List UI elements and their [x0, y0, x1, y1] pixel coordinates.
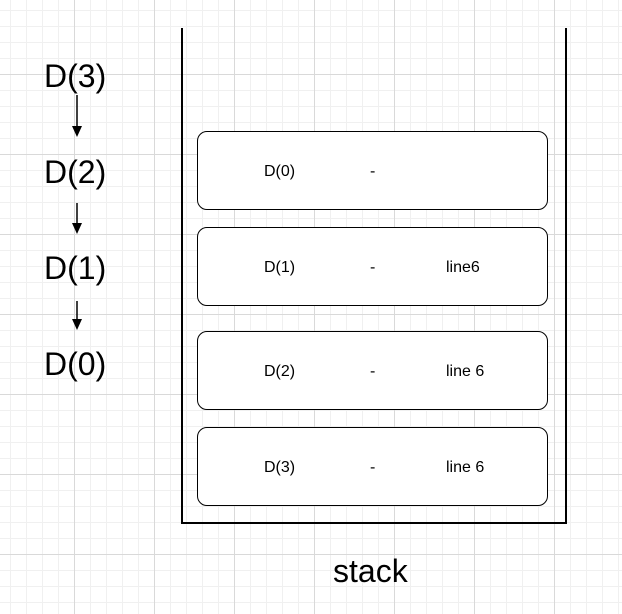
frame-separator: - [370, 363, 376, 380]
frame-function: D(0) [264, 163, 296, 180]
frame-function: D(2) [264, 363, 296, 380]
call-d3: D(3) [44, 58, 107, 94]
frame-return-line: line6 [446, 259, 480, 276]
stack-frame: D(2) - line 6 [197, 331, 548, 410]
call-d2: D(2) [44, 154, 107, 190]
call-d1: D(1) [44, 250, 107, 286]
frame-return-line: line 6 [446, 459, 485, 476]
stack-wall-left [181, 28, 183, 524]
frame-function: D(1) [264, 259, 296, 276]
arrow-down-icon [72, 95, 82, 137]
stack-label: stack [333, 553, 408, 589]
stack-frame: D(1) - line6 [197, 227, 548, 306]
frame-separator: - [370, 259, 376, 276]
arrow-down-icon [72, 301, 82, 330]
frame-separator: - [370, 163, 376, 180]
stack-frame: D(3) - line 6 [197, 427, 548, 506]
arrow-down-icon [72, 203, 82, 234]
stack-wall-right [565, 28, 567, 524]
frame-return-line: line 6 [446, 363, 485, 380]
stack-frame: D(0) - [197, 131, 548, 210]
frame-function: D(3) [264, 459, 296, 476]
frame-separator: - [370, 459, 376, 476]
stack-wall-bottom [181, 522, 567, 524]
call-d0: D(0) [44, 346, 107, 382]
